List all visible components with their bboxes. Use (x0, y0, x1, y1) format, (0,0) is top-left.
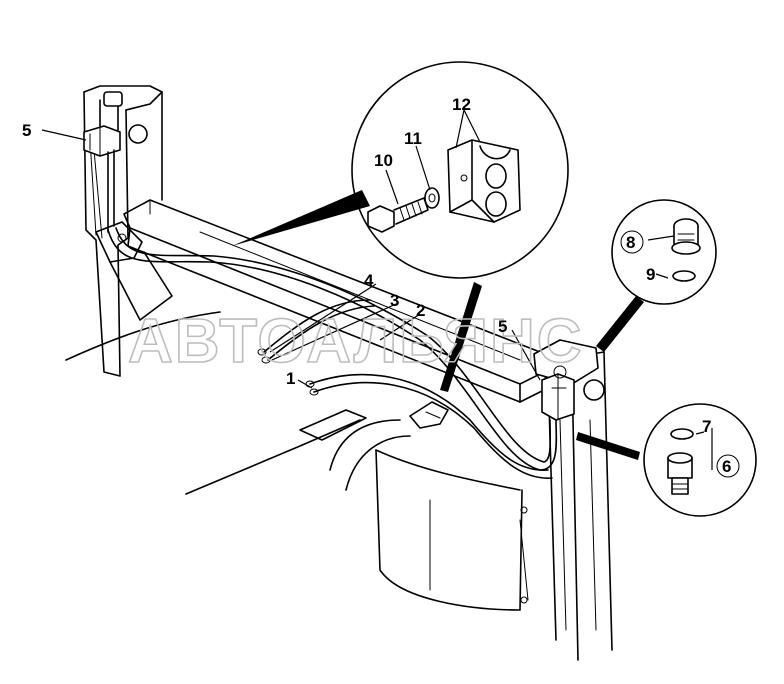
callout-10: 10 (374, 151, 393, 170)
callout-5-right: 5 (498, 317, 507, 336)
callout-3: 3 (390, 291, 399, 310)
callout-7: 7 (702, 417, 711, 436)
right-valve-block (533, 339, 599, 421)
detail-bubble-top (232, 61, 569, 392)
callout-4: 4 (364, 271, 374, 290)
callout-6: 6 (722, 457, 731, 476)
callout-8: 8 (626, 233, 635, 252)
leader-lines (41, 109, 713, 470)
callout-1: 1 (286, 369, 295, 388)
left-bracket-plate (95, 221, 173, 321)
hose-clamp (409, 401, 449, 429)
lower-body (65, 311, 529, 611)
callout-labels: 5 12 11 10 4 3 2 1 5 8 9 7 6 (22, 95, 740, 478)
callout-11: 11 (404, 129, 422, 148)
hydraulic-hoses (107, 227, 558, 479)
callout-2: 2 (416, 301, 425, 320)
left-valve-block (83, 125, 121, 233)
callout-12: 12 (452, 95, 471, 114)
detail-bubble-right-upper (596, 199, 717, 352)
detail-bubble-right-lower (576, 403, 757, 517)
watermark-text: АВТОАЛЬЯНС (128, 307, 584, 376)
callout-5-left: 5 (22, 121, 31, 140)
callout-9: 9 (646, 265, 655, 284)
